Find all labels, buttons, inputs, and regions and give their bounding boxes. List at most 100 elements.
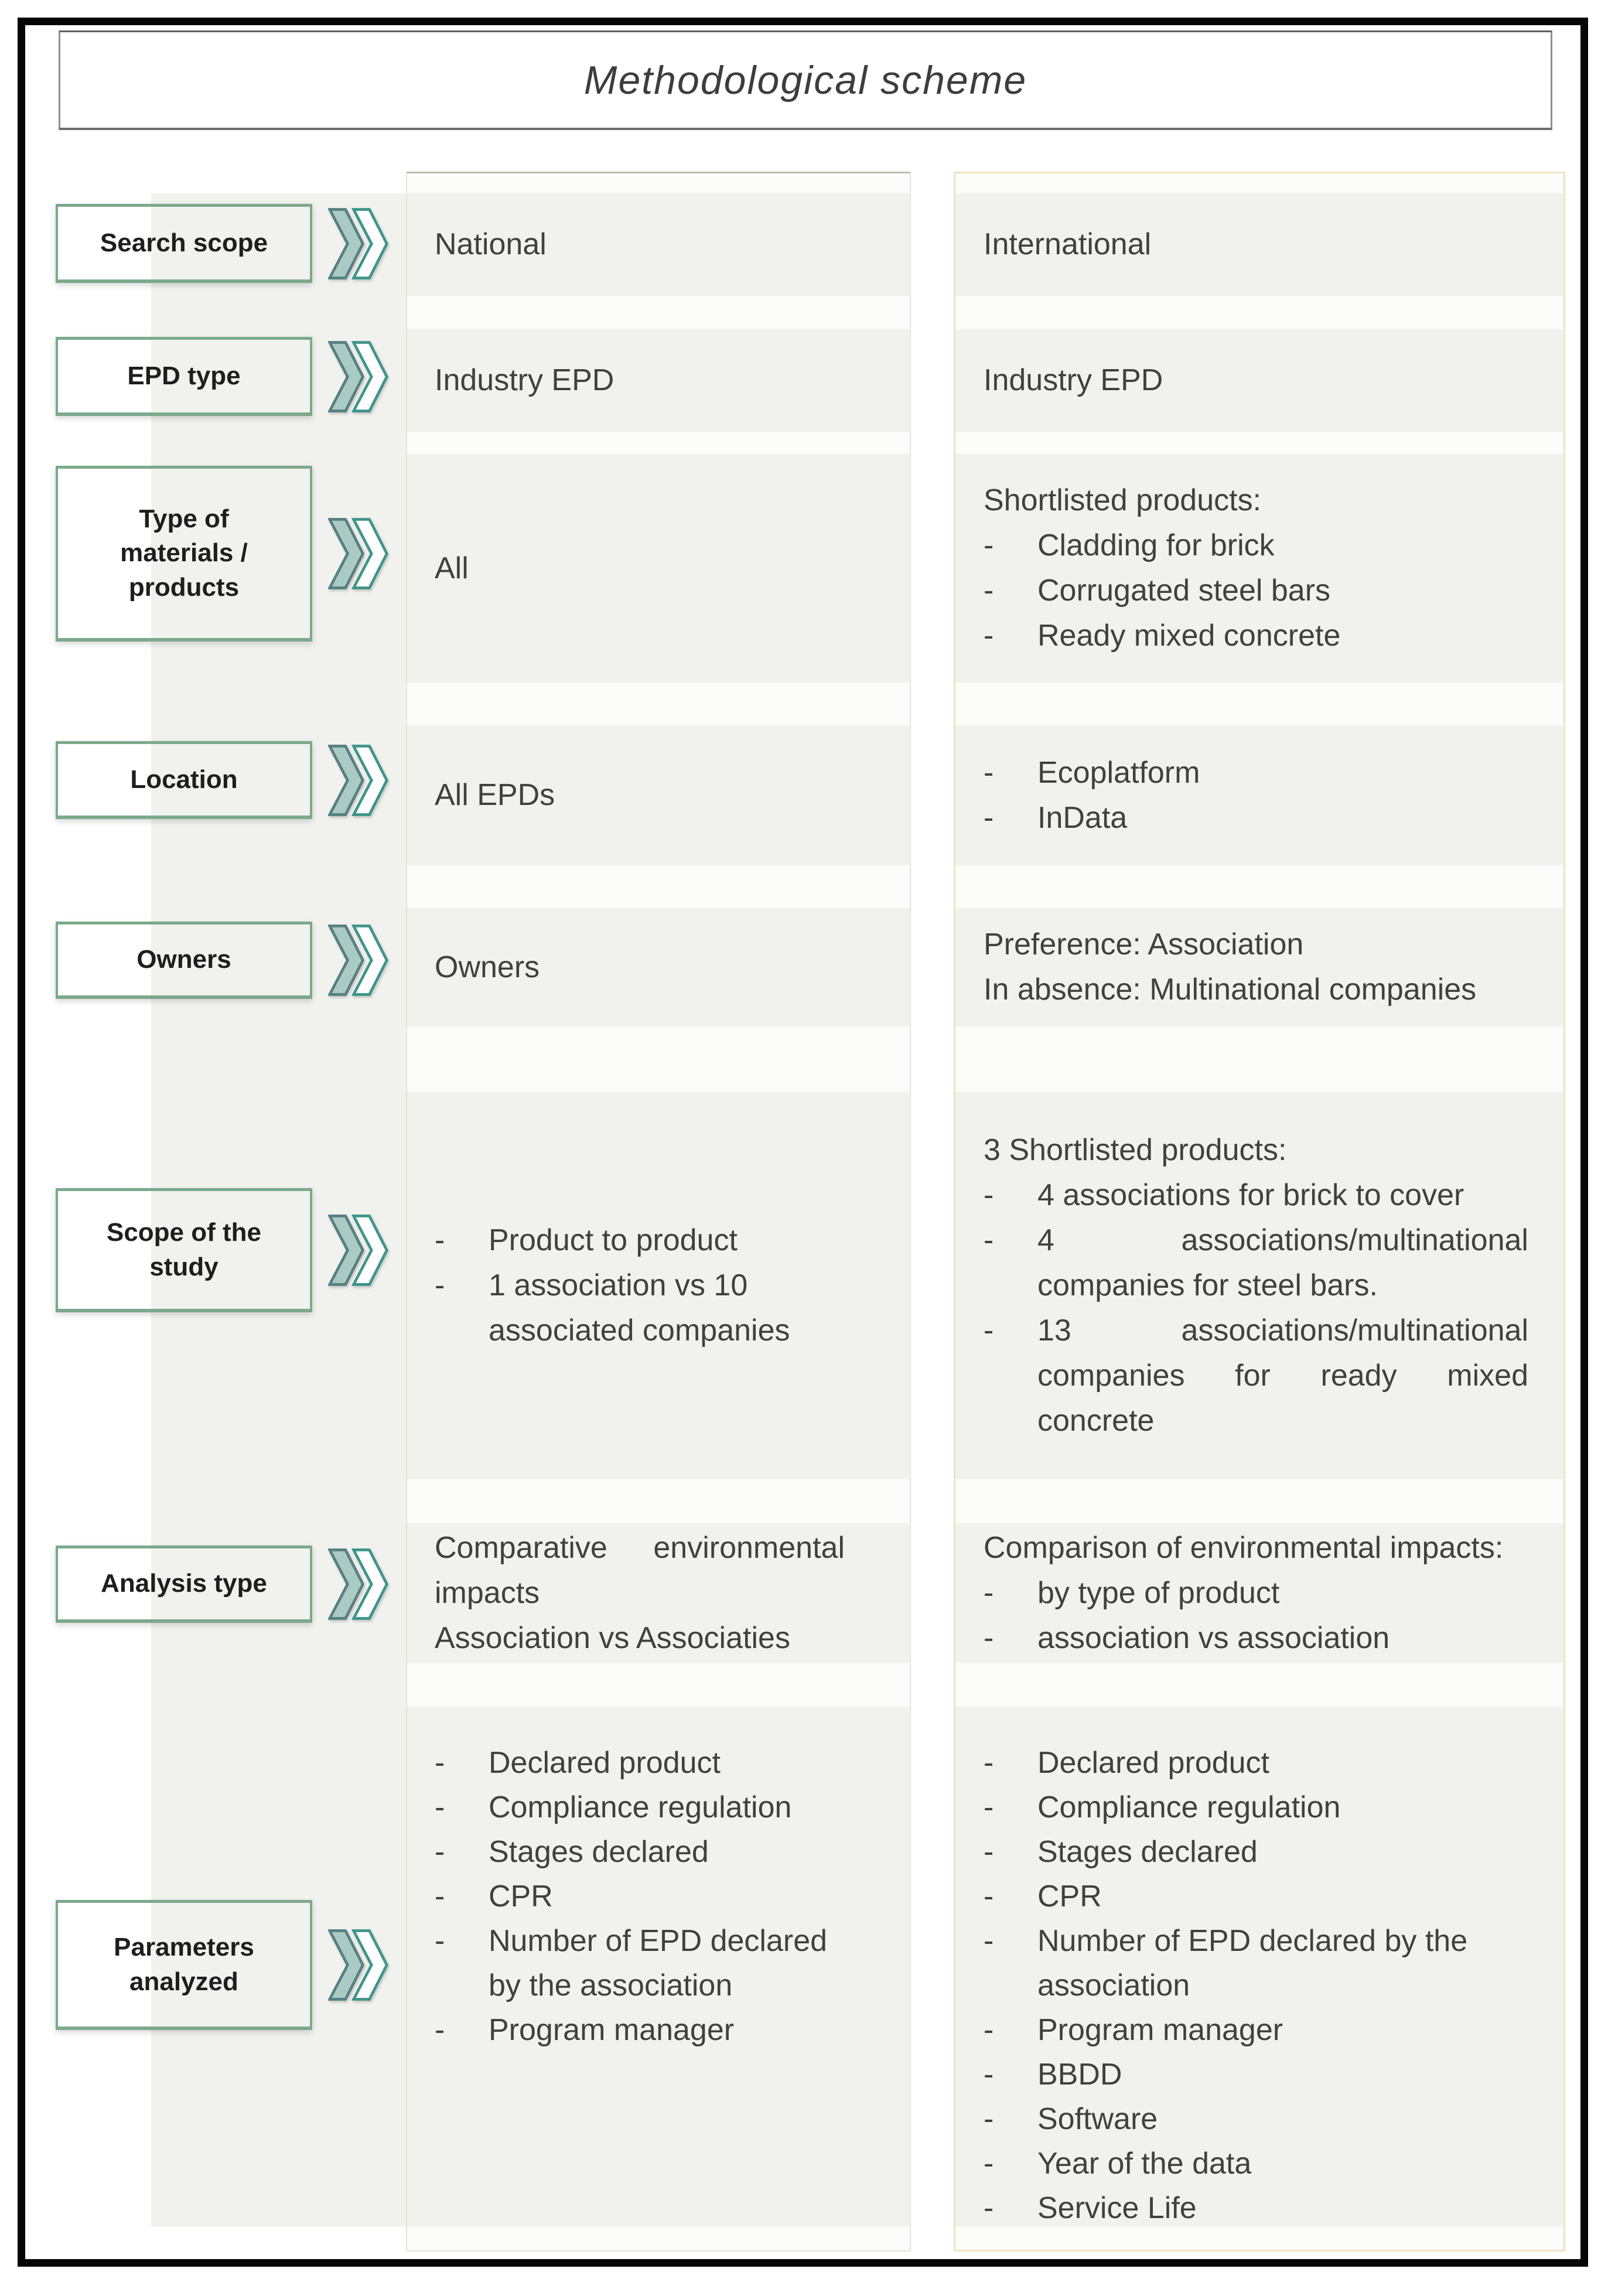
text-line: 3 Shortlisted products:: [984, 1132, 1287, 1167]
bullet-line: -Cladding for brick: [984, 523, 1540, 568]
bullet-text: Number of EPD declared by the associatio…: [489, 1924, 828, 2002]
international-row-band: [955, 193, 1563, 296]
international-cell: Comparison of environmental impacts:-by …: [955, 1523, 1563, 1663]
bullet-line: -Software: [984, 2097, 1540, 2141]
bullet-dash: -: [984, 1620, 994, 1655]
bullet-line: - Program manager: [984, 2008, 1540, 2052]
international-cell: International: [955, 193, 1563, 296]
international-row-band: [955, 1707, 1563, 2226]
bullet-text: InData: [1037, 800, 1128, 835]
national-row-band: [407, 193, 910, 296]
bullet-dash: -: [984, 1790, 994, 1824]
row-label: Location: [130, 765, 238, 794]
bullet-line: -Compliance regulation: [435, 1785, 892, 1830]
national-cell: Owners: [407, 908, 910, 1026]
bullet-text: Corrugated steel bars: [1037, 574, 1331, 608]
bullet-dash: -: [435, 1835, 445, 1869]
bullet-line: -Ecoplatform: [984, 750, 1540, 796]
bullet-text: Ready mixed concrete: [1037, 619, 1341, 653]
text-line: All EPDs: [435, 778, 555, 812]
bullet-text: Declared product: [1037, 1746, 1269, 1780]
bullet-dash: -: [435, 1223, 445, 1257]
bullet-text: Number of EPD declared by the associatio…: [1037, 1924, 1468, 2002]
international-cell: -Declared product-Compliance regulation-…: [955, 1707, 1563, 2226]
double-chevron-right-icon: [328, 207, 388, 279]
bullet-dash: -: [984, 1879, 994, 1913]
text-line: Comparison of environmental impacts:: [984, 1530, 1504, 1565]
bullet-dash: -: [984, 800, 994, 835]
national-row-band: [407, 1707, 910, 2226]
text-line: Comparative environmental impacts: [435, 1530, 845, 1610]
bullet-line: - Number of EPD declared by the associati…: [984, 1919, 1540, 2008]
bullet-text: Compliance regulation: [489, 1790, 792, 1824]
international-row-band: [955, 908, 1563, 1026]
international-cell: -Ecoplatform-InData: [955, 725, 1563, 865]
scheme-row: Type of materials / products All Shortli…: [0, 454, 1608, 683]
bullet-line: - Declared product: [984, 1741, 1540, 1785]
row-label: Scope of the study: [106, 1218, 262, 1281]
text-line: National: [435, 227, 547, 261]
international-row-band: [955, 725, 1563, 865]
national-cell: Industry EPD: [407, 329, 910, 432]
bullet-dash: -: [984, 1746, 994, 1780]
bullet-text: 13 associations/multinational companies …: [1037, 1313, 1528, 1438]
national-cell: All EPDs: [407, 725, 910, 865]
bullet-line: -4 associations/multinational companies …: [984, 1218, 1528, 1308]
international-cell: Industry EPD: [955, 329, 1563, 432]
international-row-band: [955, 1091, 1563, 1479]
bullet-line: -13 associations/multinational companies…: [984, 1308, 1528, 1444]
text-line: All: [435, 551, 469, 585]
bullet-dash: -: [435, 1268, 445, 1302]
bullet-line: -Compliance regulation: [984, 1785, 1540, 1830]
national-cell: - Product to product -1 association vs 10 …: [407, 1091, 910, 1479]
bullet-text: Program manager: [1037, 2013, 1283, 2047]
bullet-text: BBDD: [1037, 2058, 1122, 2092]
national-row-band: [407, 1091, 910, 1479]
row-label: EPD type: [127, 361, 241, 390]
row-label-box: Location: [56, 741, 312, 819]
bullet-line: -Stages declared: [435, 1830, 892, 1874]
page-title: Methodological scheme: [583, 57, 1027, 103]
double-chevron-right-icon: [328, 924, 388, 996]
bullet-line: -4 associations for brick to cover: [984, 1173, 1528, 1218]
bullet-line: - InData: [984, 796, 1540, 841]
double-chevron-right-icon: [328, 1214, 388, 1286]
international-row-band: [955, 1523, 1563, 1663]
bullet-dash: -: [984, 2013, 994, 2047]
double-chevron-right-icon: [328, 340, 388, 412]
bullet-dash: -: [984, 2102, 994, 2136]
bullet-dash: -: [984, 619, 994, 653]
bullet-text: Product to product: [489, 1223, 738, 1257]
bullet-dash: -: [984, 574, 994, 608]
text-line: Preference: Association: [984, 927, 1304, 961]
bullet-dash: -: [984, 755, 994, 790]
bullet-line: -Number of EPD declared by the associati…: [435, 1919, 892, 2008]
bullet-dash: -: [984, 1924, 994, 1958]
national-row-band: [407, 454, 910, 683]
double-chevron-right-icon: [328, 518, 388, 589]
bullet-line: -1 association vs 10 associated companie…: [435, 1263, 892, 1353]
bullet-dash: -: [435, 1746, 445, 1780]
international-cell: Preference: Association In absence: Multi…: [955, 908, 1563, 1026]
scheme-row: Analysis type Comparative environmental …: [0, 1523, 1608, 1663]
national-cell: National: [407, 193, 910, 296]
bullet-dash: -: [984, 2147, 994, 2181]
bullet-text: Service Life: [1037, 2191, 1197, 2225]
row-label: Type of materials / products: [120, 504, 248, 602]
bullet-text: CPR: [1037, 1879, 1102, 1913]
international-cell: Shortlisted products:-Cladding for brick…: [955, 454, 1563, 683]
bullet-dash: -: [984, 528, 994, 562]
text-line: In absence: Multinational companies: [984, 973, 1477, 1007]
bullet-line: -association vs association: [984, 1616, 1540, 1661]
national-row-band: [407, 908, 910, 1026]
national-row-band: [407, 725, 910, 865]
national-row-band: [407, 1523, 910, 1663]
bullet-line: - Corrugated steel bars: [984, 568, 1540, 613]
text-line: International: [984, 227, 1152, 261]
national-row-band: [407, 329, 910, 432]
bullet-dash: -: [984, 2058, 994, 2092]
text-line: Association vs Associaties: [435, 1620, 790, 1655]
row-label: Analysis type: [101, 1569, 267, 1598]
